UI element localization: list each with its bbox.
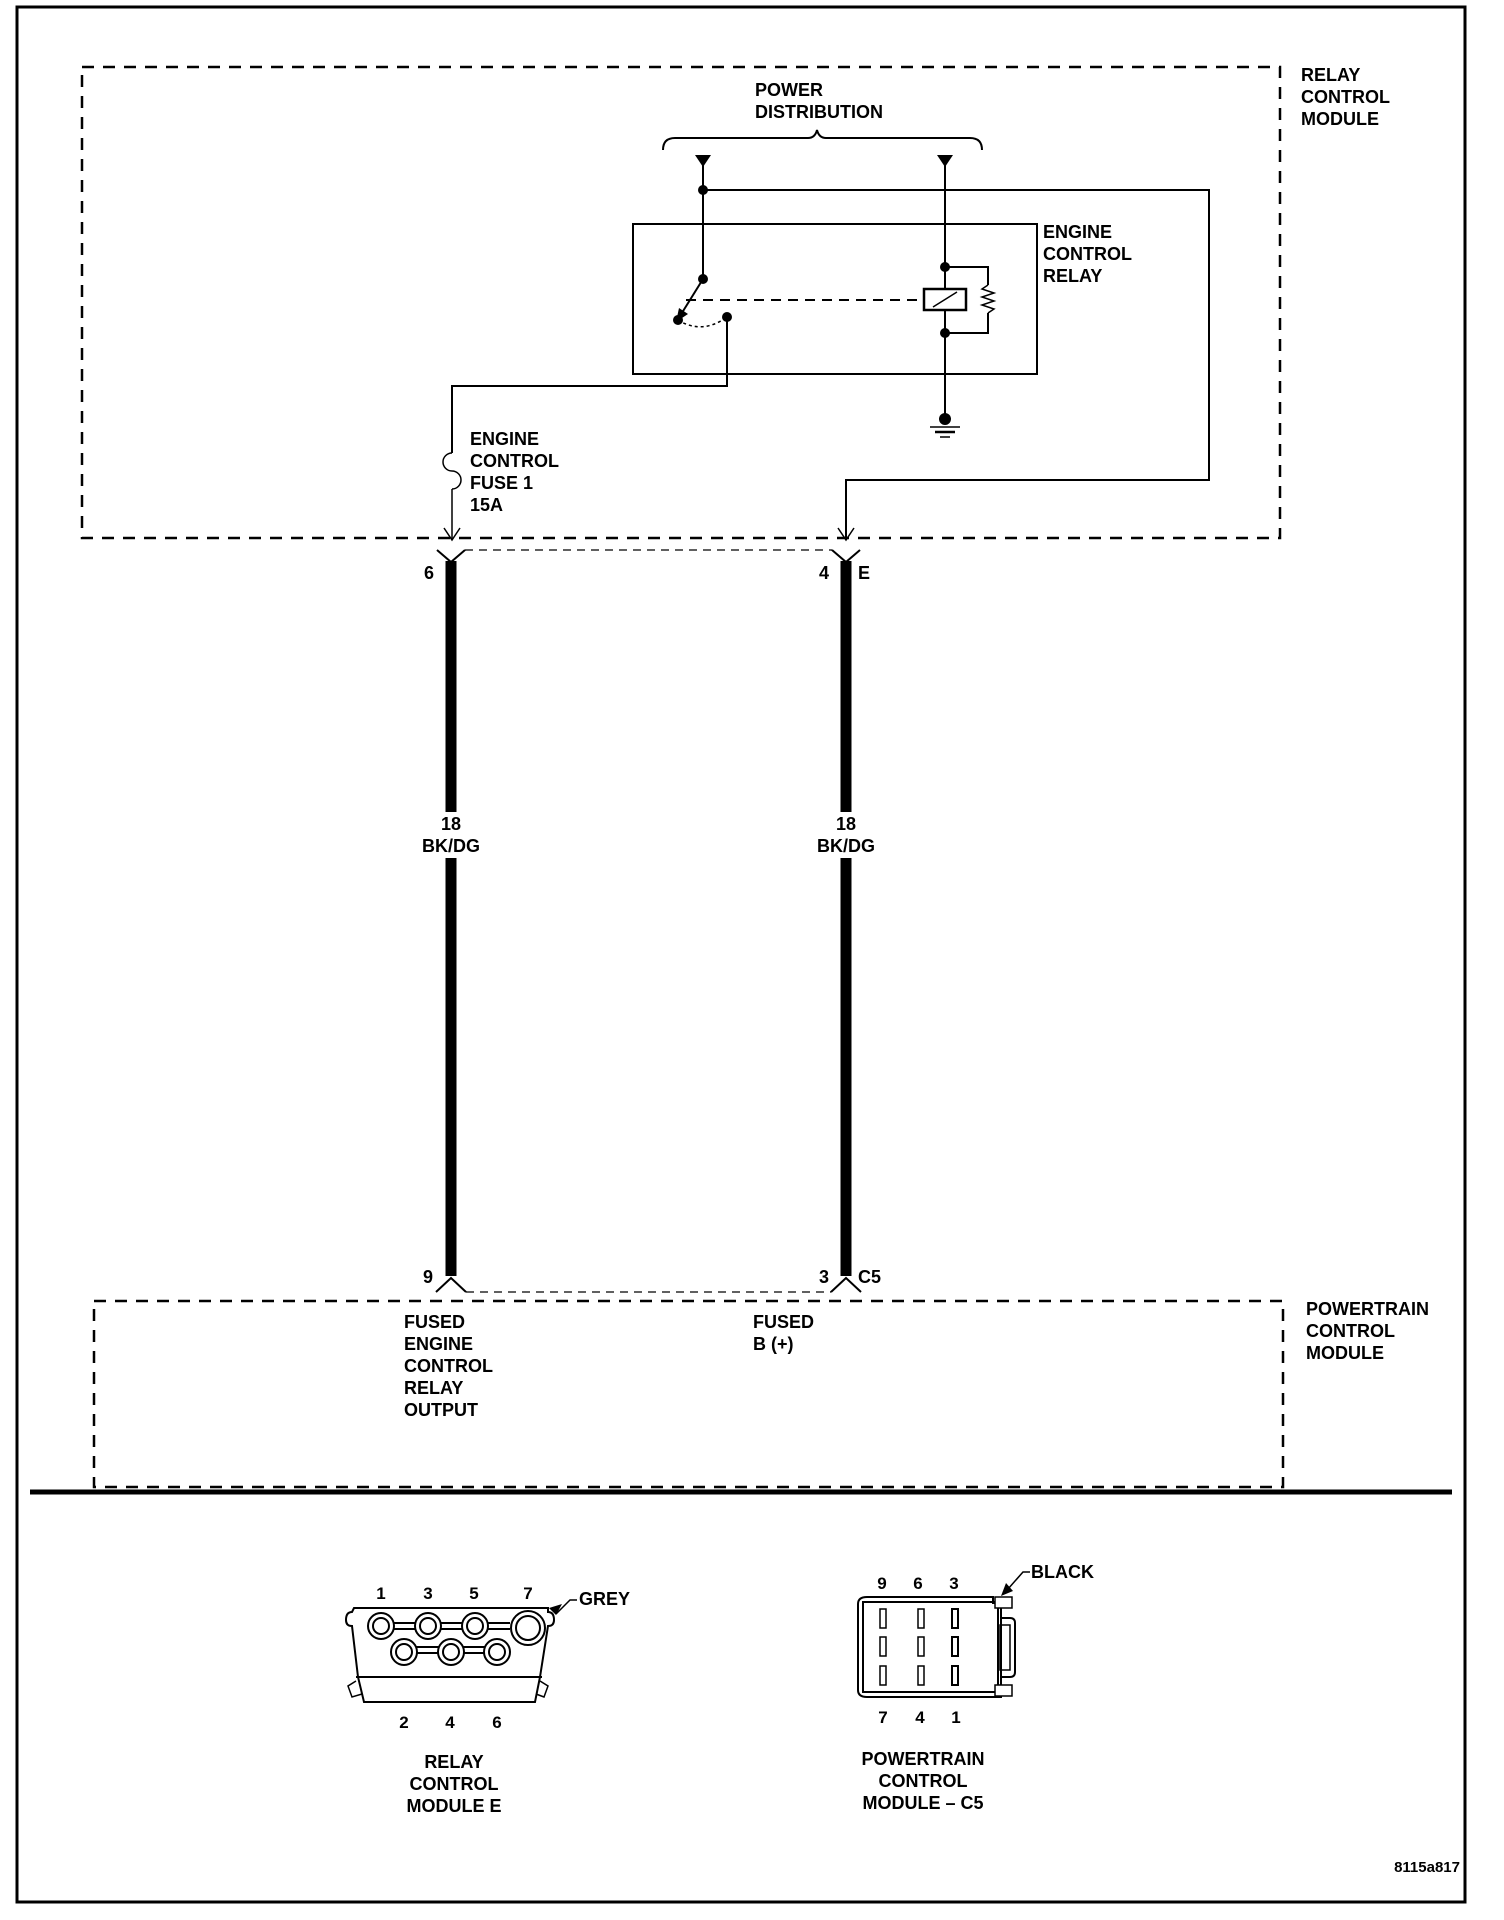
label-line: RELAY bbox=[424, 1752, 483, 1772]
label-line: POWER bbox=[755, 80, 823, 100]
connector-view-name-powertrain-control-module-c5: POWERTRAIN CONTROL MODULE – C5 bbox=[862, 1749, 985, 1813]
label-line: 15A bbox=[470, 495, 503, 515]
wire-label-right: 18 BK/DG bbox=[817, 814, 875, 856]
connector-arrow-icon bbox=[837, 527, 855, 542]
wire-label-left: 18 BK/DG bbox=[422, 814, 480, 856]
connector-female-icon bbox=[831, 549, 861, 564]
pin-number: 5 bbox=[469, 1584, 478, 1603]
label-line: MODULE bbox=[1301, 109, 1379, 129]
ground-icon bbox=[930, 413, 960, 438]
label-line: CONTROL bbox=[1306, 1321, 1395, 1341]
resistor-icon bbox=[979, 284, 997, 314]
label-line: ENGINE bbox=[404, 1334, 473, 1354]
connector-female-icon bbox=[436, 549, 466, 564]
wire-gauge: 18 bbox=[441, 814, 461, 834]
connector-male-icon bbox=[435, 1276, 467, 1293]
label-line: CONTROL bbox=[404, 1356, 493, 1376]
resistor-wire bbox=[945, 313, 989, 334]
pin-number: 4 bbox=[445, 1713, 455, 1732]
connector-view-name-relay-control-module-e: RELAY CONTROL MODULE E bbox=[406, 1752, 501, 1816]
connector-male-icon bbox=[830, 1276, 862, 1293]
label-line: RELAY bbox=[404, 1378, 463, 1398]
label-line: FUSE 1 bbox=[470, 473, 533, 493]
pin-number: 4 bbox=[915, 1708, 925, 1727]
label-line: MODULE – C5 bbox=[862, 1793, 983, 1813]
power-distribution-label: POWER DISTRIBUTION bbox=[755, 80, 883, 122]
pin-number-4: 4 bbox=[819, 563, 829, 583]
relay-coil-icon bbox=[922, 287, 968, 312]
label-line: CONTROL bbox=[410, 1774, 499, 1794]
page-frame bbox=[15, 5, 1467, 1904]
pin-number: 3 bbox=[423, 1584, 432, 1603]
label-line: MODULE E bbox=[406, 1796, 501, 1816]
label-line: FUSED bbox=[753, 1312, 814, 1332]
engine-control-fuse-label: ENGINE CONTROL FUSE 1 15A bbox=[470, 429, 559, 515]
connector-color-label: BLACK bbox=[1031, 1562, 1094, 1582]
label-line: B (+) bbox=[753, 1334, 794, 1354]
pin-number: 9 bbox=[877, 1574, 886, 1593]
pin-number-9: 9 bbox=[423, 1267, 433, 1287]
relay-output-wire bbox=[451, 317, 728, 453]
connector-id-c5: C5 bbox=[858, 1267, 881, 1287]
pin-number-3: 3 bbox=[819, 1267, 829, 1287]
engine-control-relay-box bbox=[632, 223, 1038, 375]
relay-control-module-label: RELAY CONTROL MODULE bbox=[1301, 65, 1390, 129]
label-line: FUSED bbox=[404, 1312, 465, 1332]
pin-number: 2 bbox=[399, 1713, 408, 1732]
label-line: RELAY bbox=[1301, 65, 1360, 85]
fused-b-plus-label: FUSED B (+) bbox=[753, 1312, 814, 1354]
connector-id-e: E bbox=[858, 563, 870, 583]
label-line: CONTROL bbox=[1043, 244, 1132, 264]
label-line: POWERTRAIN bbox=[1306, 1299, 1429, 1319]
label-line: DISTRIBUTION bbox=[755, 102, 883, 122]
pin-number: 6 bbox=[913, 1574, 922, 1593]
label-line: POWERTRAIN bbox=[862, 1749, 985, 1769]
fuse-icon bbox=[442, 452, 462, 490]
wire-color: BK/DG bbox=[817, 836, 875, 856]
power-distribution-brace bbox=[662, 129, 983, 151]
label-line: CONTROL bbox=[1301, 87, 1390, 107]
label-line: OUTPUT bbox=[404, 1400, 478, 1420]
label-line: CONTROL bbox=[470, 451, 559, 471]
resistor-wire bbox=[945, 266, 989, 285]
label-line: CONTROL bbox=[879, 1771, 968, 1791]
pin-number: 3 bbox=[949, 1574, 958, 1593]
label-line: RELAY bbox=[1043, 266, 1102, 286]
pin-number: 1 bbox=[376, 1584, 385, 1603]
wire-gauge: 18 bbox=[836, 814, 856, 834]
connector-arrow-icon bbox=[443, 527, 461, 542]
figure-id: 8115a817 bbox=[1394, 1859, 1460, 1876]
wire-color: BK/DG bbox=[422, 836, 480, 856]
label-line: MODULE bbox=[1306, 1343, 1384, 1363]
pin-number: 7 bbox=[523, 1584, 532, 1603]
relay-control-module-box bbox=[80, 65, 1282, 540]
connector-view-powertrain-control-module-c5 bbox=[857, 1571, 1030, 1698]
powertrain-control-module-box bbox=[92, 1299, 1285, 1489]
pin-number: 6 bbox=[492, 1713, 501, 1732]
engine-control-relay-label: ENGINE CONTROL RELAY bbox=[1043, 222, 1132, 286]
pin-number: 1 bbox=[951, 1708, 960, 1727]
fused-engine-control-relay-output-label: FUSED ENGINE CONTROL RELAY OUTPUT bbox=[404, 1312, 493, 1420]
fused-b-plus-wire bbox=[703, 189, 1210, 540]
label-line: ENGINE bbox=[1043, 222, 1112, 242]
label-line: ENGINE bbox=[470, 429, 539, 449]
powertrain-control-module-label: POWERTRAIN CONTROL MODULE bbox=[1306, 1299, 1429, 1363]
pin-number-6: 6 bbox=[424, 563, 434, 583]
connector-color-label: GREY bbox=[579, 1589, 630, 1609]
pin-number: 7 bbox=[878, 1708, 887, 1727]
connector-view-relay-control-module-e bbox=[344, 1599, 577, 1703]
